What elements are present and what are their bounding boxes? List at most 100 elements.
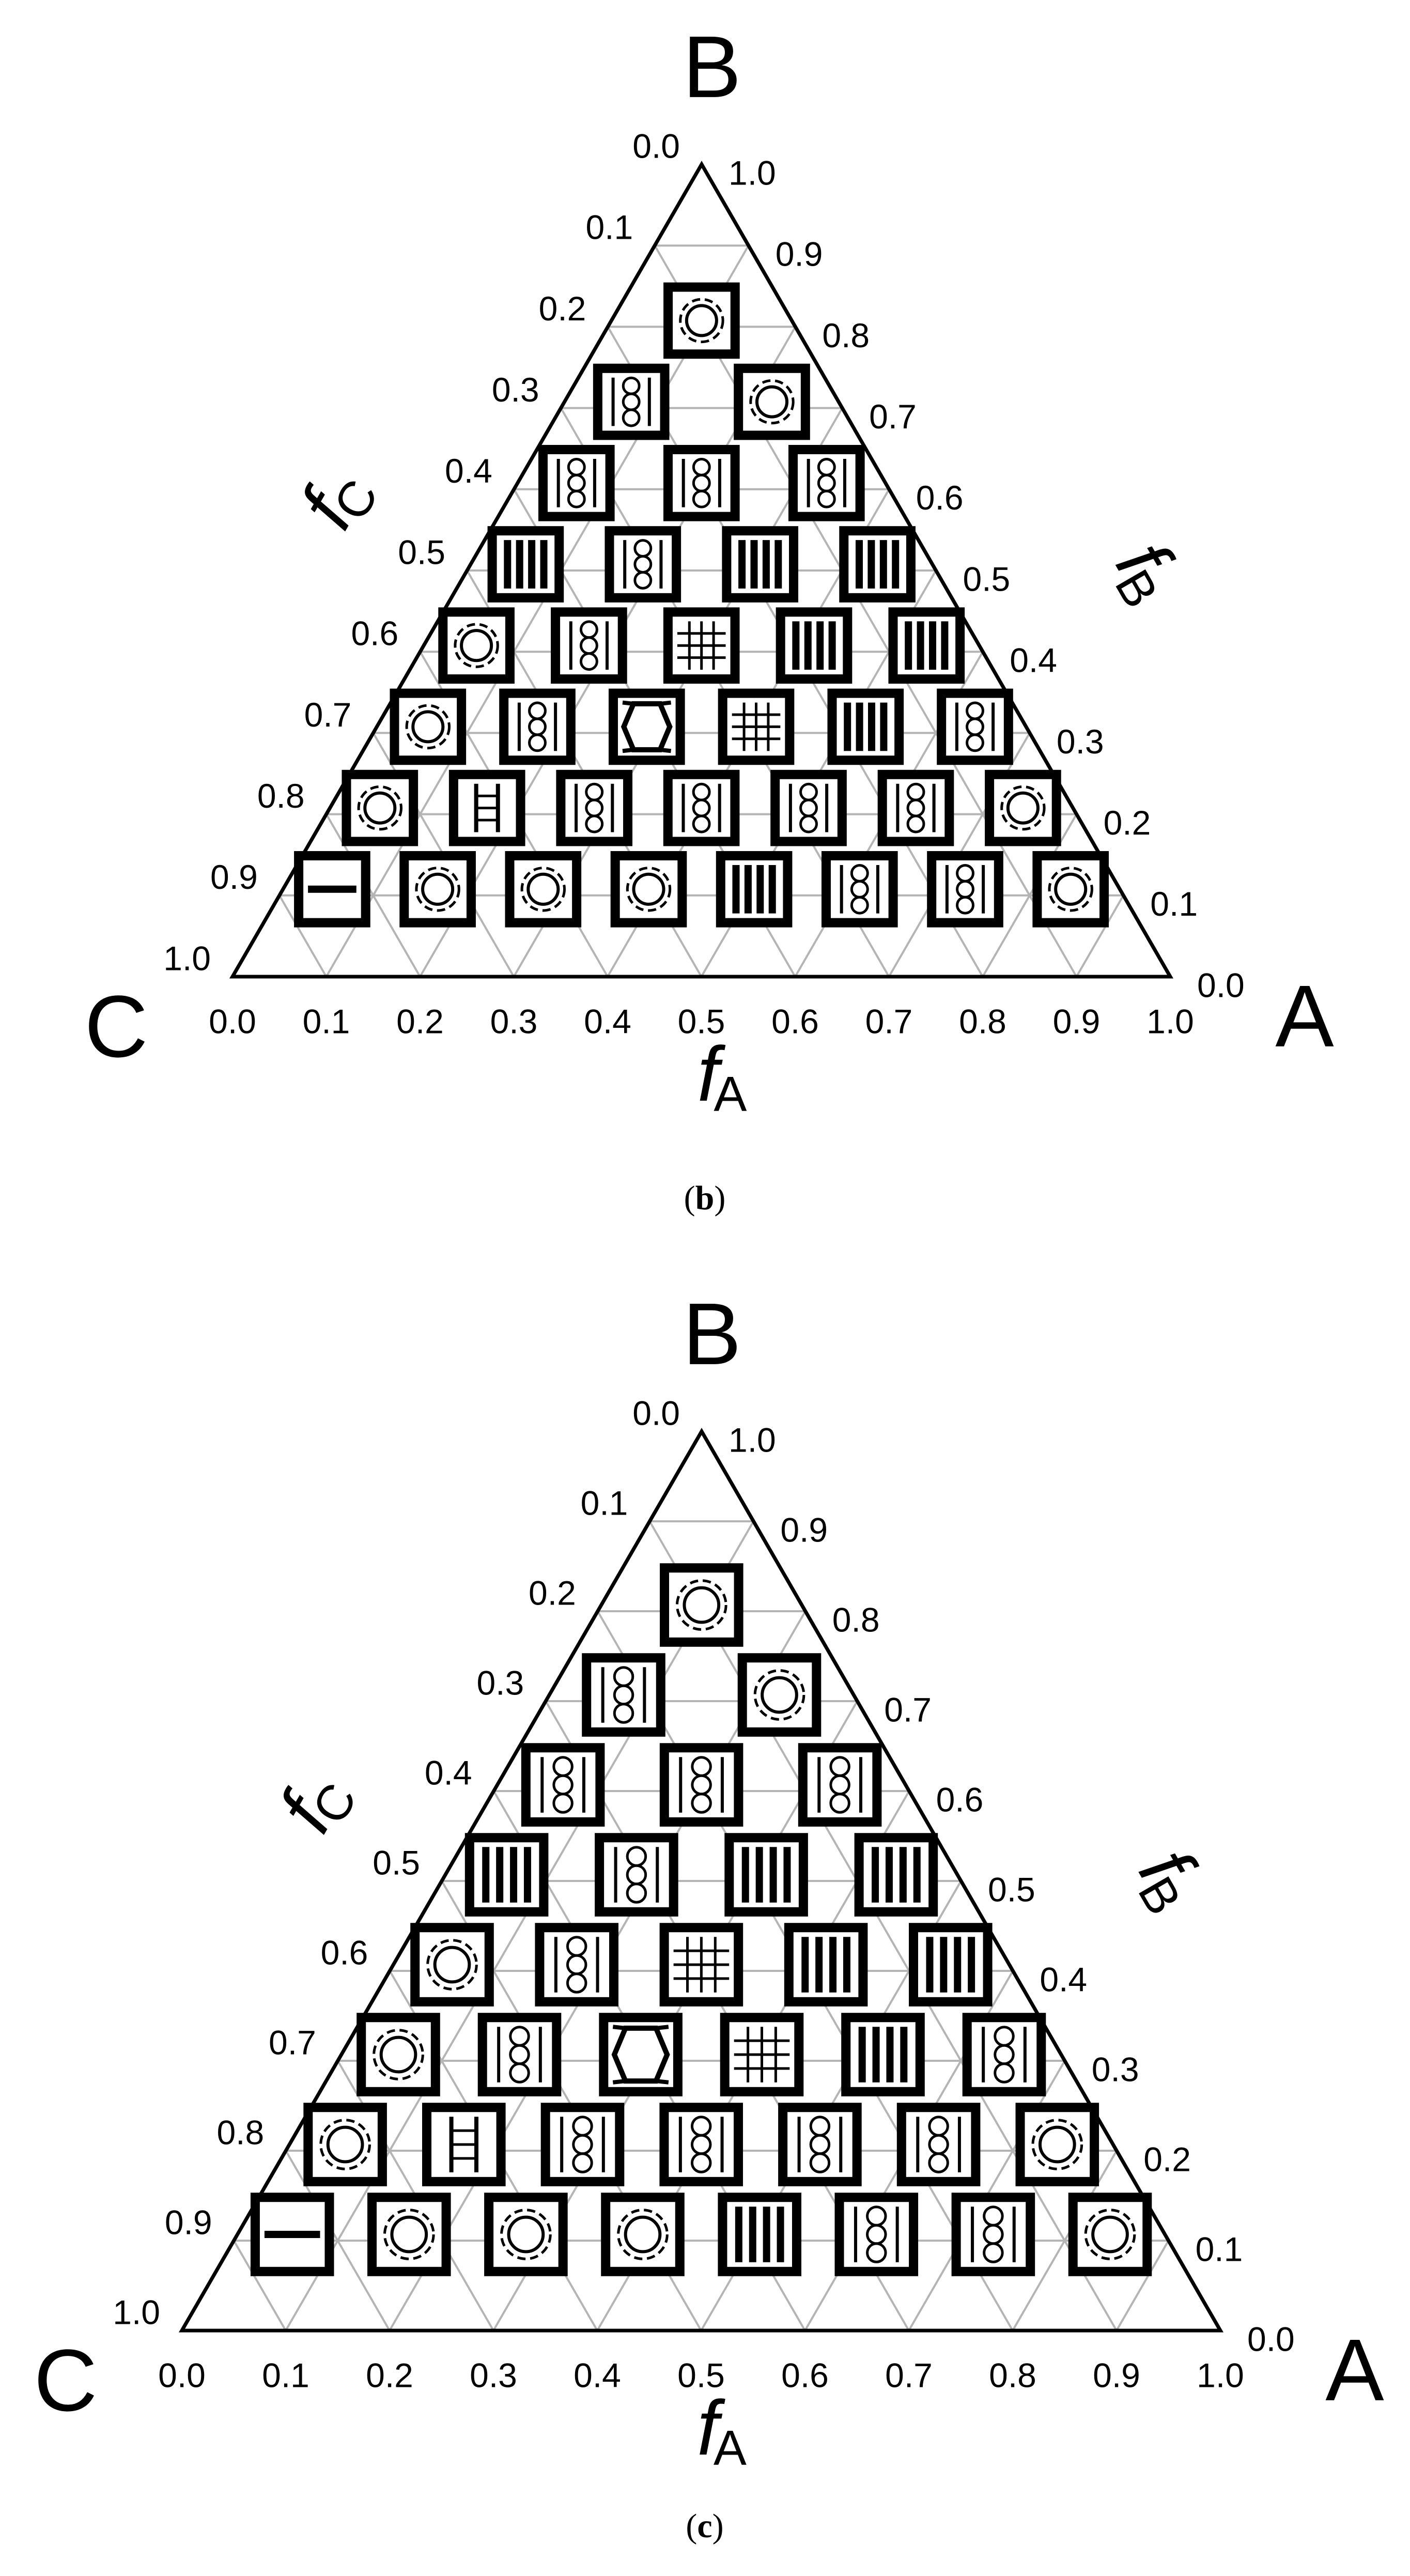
sphere-icon [484, 2193, 568, 2276]
tick-bottom: 0.7 [885, 2356, 933, 2394]
cylinder-circle [566, 1954, 587, 1976]
triangle-outline [229, 160, 1174, 979]
tick-bottom: 0.0 [209, 1002, 256, 1040]
cylinder-icon [551, 607, 627, 684]
cylinder-circle [528, 701, 547, 720]
cylinder-icon [659, 1743, 743, 1827]
tick-bottom: 0.8 [989, 2356, 1036, 2394]
tick-right: 0.2 [1104, 804, 1151, 842]
hex-corner [656, 2079, 669, 2085]
tick-left: 0.3 [476, 1663, 524, 1702]
sphere-shell [1031, 2119, 1083, 2170]
tick-right: 0.1 [1150, 885, 1198, 923]
sphere-icon [438, 607, 515, 684]
tick-left: 0.5 [373, 1843, 420, 1881]
cylinder-icon [927, 851, 1003, 928]
sphere-shell [319, 2119, 371, 2170]
panel-caption: (c) [686, 2507, 723, 2545]
gyroid-icon [720, 2013, 804, 2096]
icon-frame [487, 526, 564, 603]
tick-left: 0.8 [216, 2113, 264, 2151]
sphere-icon [303, 2103, 387, 2186]
sphere-shell [617, 2209, 669, 2260]
cylinder-circle [566, 1936, 587, 1957]
cylinder-circle [983, 2205, 1004, 2227]
tick-right: 0.4 [1040, 1960, 1087, 1998]
sphere-core [507, 2215, 545, 2254]
cylinder-circle [567, 473, 586, 492]
cylinder-circle [692, 457, 711, 476]
sphere-shell [1048, 867, 1093, 912]
tick-bottom: 0.0 [158, 2356, 206, 2394]
lamella-icon [724, 1833, 808, 1917]
tick-right: 1.0 [729, 153, 776, 192]
cylinder-circle [567, 457, 586, 476]
sphere-icon [505, 851, 582, 928]
grid-line [325, 245, 750, 978]
tick-bottom: 1.0 [1146, 1002, 1194, 1040]
cylinder-circle [633, 539, 653, 558]
cylinder-circle [692, 798, 711, 817]
tick-bottom: 0.8 [959, 1002, 1006, 1040]
cylinder-circle [622, 392, 641, 411]
tick-bottom: 0.1 [303, 1002, 350, 1040]
cylinder-circle [622, 408, 641, 427]
cylinder-icon [582, 1653, 665, 1737]
lamella-icon [487, 526, 564, 603]
cylinder-circle [928, 2116, 949, 2137]
lamella-icon [464, 1833, 549, 1917]
vertex-label-a: A [1275, 967, 1334, 1066]
tick-right: 0.3 [1057, 722, 1104, 761]
cylinder-icon [521, 1743, 605, 1827]
vertex-label-c: C [34, 2332, 98, 2430]
tick-bottom: 0.3 [490, 1002, 538, 1040]
tick-bottom: 0.9 [1093, 2356, 1140, 2394]
cylinder-icon [788, 444, 865, 521]
icon-frame [854, 1833, 938, 1917]
sphere-core [460, 629, 493, 662]
cylinder-icon [605, 526, 681, 603]
cylinder-icon [556, 769, 633, 846]
sphere-core [326, 2125, 364, 2164]
axis-title-sub: A [714, 1067, 747, 1122]
icon-frame [827, 688, 904, 765]
cylinder-circle [552, 1774, 574, 1796]
tick-left: 0.7 [304, 696, 352, 734]
gyroid-icon [663, 607, 740, 684]
sphere-core [761, 1676, 798, 1714]
caption-close: ) [712, 2507, 724, 2545]
cylinder-circle [567, 489, 586, 508]
tick-right: 1.0 [729, 1421, 776, 1459]
icon-frame [888, 607, 965, 684]
tick-left: 0.1 [581, 1484, 628, 1522]
axis-title-fb: fB [1095, 528, 1200, 617]
ladder-icon [448, 769, 525, 846]
cylinder-icon [937, 688, 1013, 765]
cylinder-circle [528, 717, 547, 736]
lamella-icon [888, 607, 965, 684]
hex-icon [599, 2013, 683, 2096]
tick-left: 0.2 [539, 289, 586, 328]
cylinder-circle [509, 2044, 530, 2065]
sphere-icon [1032, 851, 1109, 928]
cylinder-circle [579, 620, 598, 639]
cylinder-icon [499, 688, 576, 765]
gyroid-icon [718, 688, 795, 765]
tick-bottom: 1.0 [1197, 2356, 1244, 2394]
caption-close: ) [714, 1179, 725, 1217]
sphere-core [433, 1946, 471, 1984]
sphere-core [1006, 791, 1040, 825]
tick-bottom: 0.4 [584, 1002, 631, 1040]
sphere-core [526, 872, 560, 906]
axis-title-fc: fC [261, 1756, 367, 1848]
lamella-icon [839, 526, 916, 603]
grid-line [278, 894, 328, 977]
sphere-icon [410, 1923, 494, 2007]
sphere-core [685, 304, 718, 337]
caption-letter: c [697, 2507, 712, 2545]
sphere-shell [1084, 2209, 1136, 2260]
cylinder-circle [613, 1684, 634, 1706]
sphere-icon [367, 2193, 451, 2276]
lamella-icon [718, 2193, 801, 2276]
cylinder-icon [663, 769, 740, 846]
